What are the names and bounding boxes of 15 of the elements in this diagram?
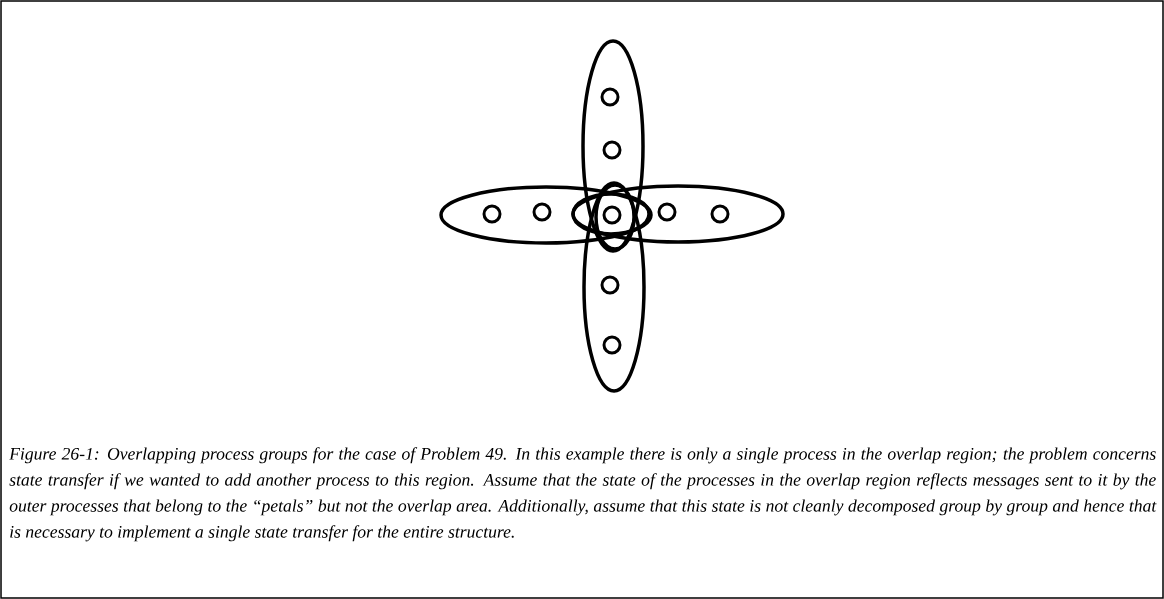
process-circle <box>532 202 552 222</box>
process-circle <box>482 204 502 224</box>
group-ellipse <box>581 39 645 253</box>
process-circle <box>600 87 620 107</box>
group-ellipse <box>439 185 653 245</box>
process-circle <box>657 202 677 222</box>
group-ellipse <box>571 192 651 236</box>
process-circle <box>600 275 620 295</box>
process-circle <box>602 205 622 225</box>
process-circle <box>602 335 622 355</box>
process-circle <box>602 140 622 160</box>
group-ellipse <box>582 181 646 393</box>
group-ellipse <box>594 183 636 251</box>
process-circle <box>710 204 730 224</box>
caption: Figure 26-1: Overlapping process groups for the case of Problem 49. In this example there is only a single process in the overlap region; the problem concerns state transfer if we wanted to add another process to this region. Assume that the state of the processes in the overlap region reflects messages sent to it by the outer processes that belong to the “petals” but not the overlap area. Additionally, assume that this state is not cleanly decomposed group by group and hence that is necessary to implement a single state transfer for the entire structure. <box>9 447 1157 542</box>
